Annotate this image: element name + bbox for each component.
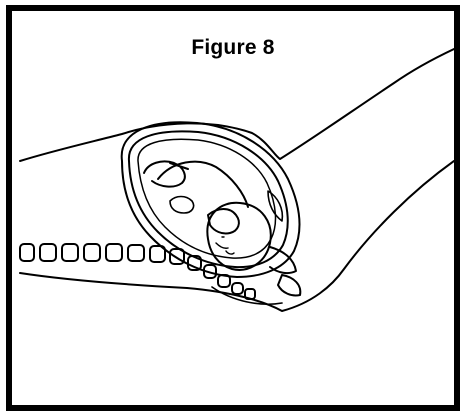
upper-body-contour <box>20 49 454 161</box>
figure-frame: Figure 8 <box>6 5 460 411</box>
cervix <box>270 247 296 273</box>
pubic-bone <box>278 275 300 296</box>
pregnant-uterus-cross-section-icon <box>12 11 454 405</box>
fetal-legs <box>144 161 188 186</box>
fetal-foot <box>170 197 194 214</box>
fetal-face <box>216 237 234 254</box>
fetal-arm <box>208 209 239 234</box>
lower-body-contour <box>20 161 454 311</box>
spine <box>20 244 255 299</box>
fetal-head <box>207 203 270 270</box>
amniotic-sac <box>138 139 276 258</box>
